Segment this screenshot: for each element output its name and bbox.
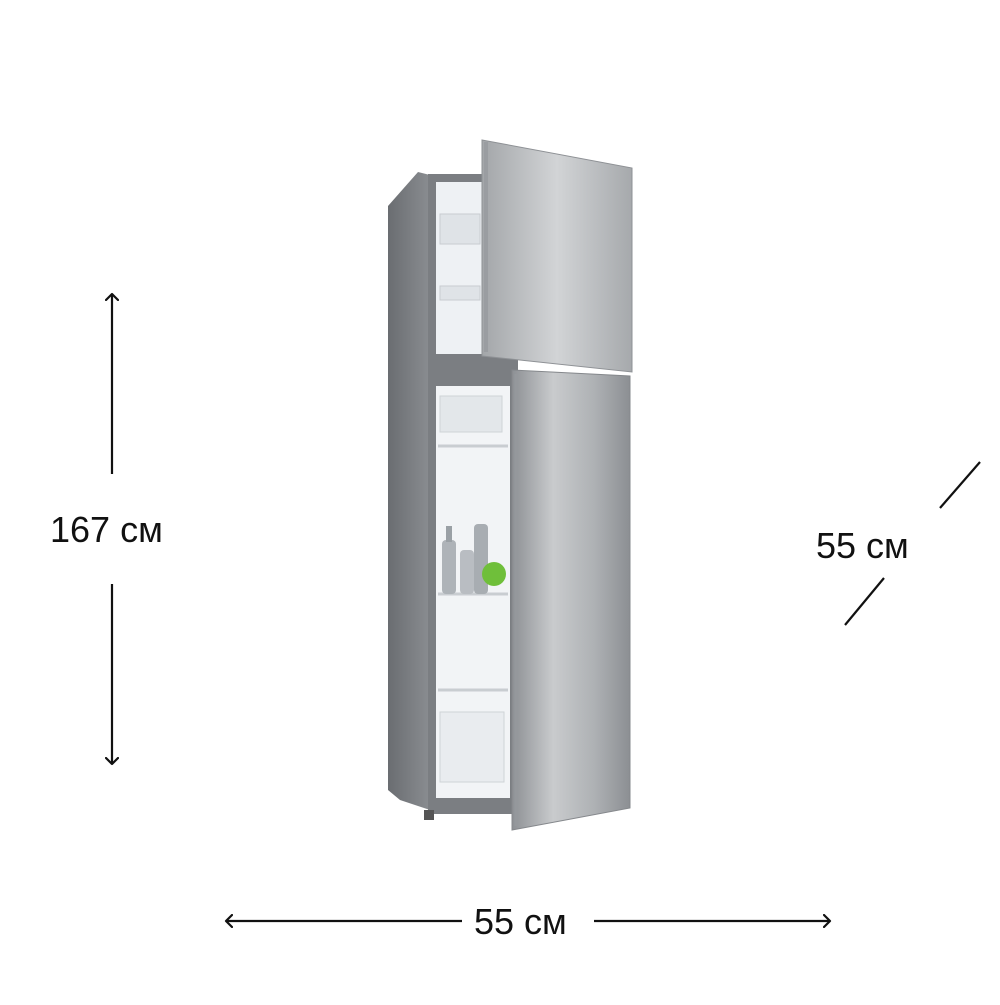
crisper-drawer [439, 711, 505, 783]
height-label: 167 см [50, 509, 163, 550]
bottle [474, 524, 488, 594]
fridge-top-compartment [439, 395, 503, 433]
bottle [442, 540, 456, 594]
apple [482, 562, 506, 586]
fridge-foot [424, 810, 434, 820]
width-label: 55 см [474, 901, 567, 942]
freezer-door [481, 139, 633, 373]
freezer-ice-tray [439, 213, 481, 245]
depth-dimension-lines [844, 461, 981, 626]
refrigerator-icon [388, 139, 633, 831]
freezer-shelf [439, 285, 481, 301]
fridge-door [511, 369, 631, 831]
bottle [460, 550, 474, 594]
bottle-neck [446, 526, 452, 542]
freezer-interior [436, 182, 482, 354]
depth-line-upper [939, 461, 981, 509]
depth-label: 55 см [816, 525, 909, 566]
depth-line-lower [844, 577, 885, 626]
cabinet-side [388, 172, 430, 810]
